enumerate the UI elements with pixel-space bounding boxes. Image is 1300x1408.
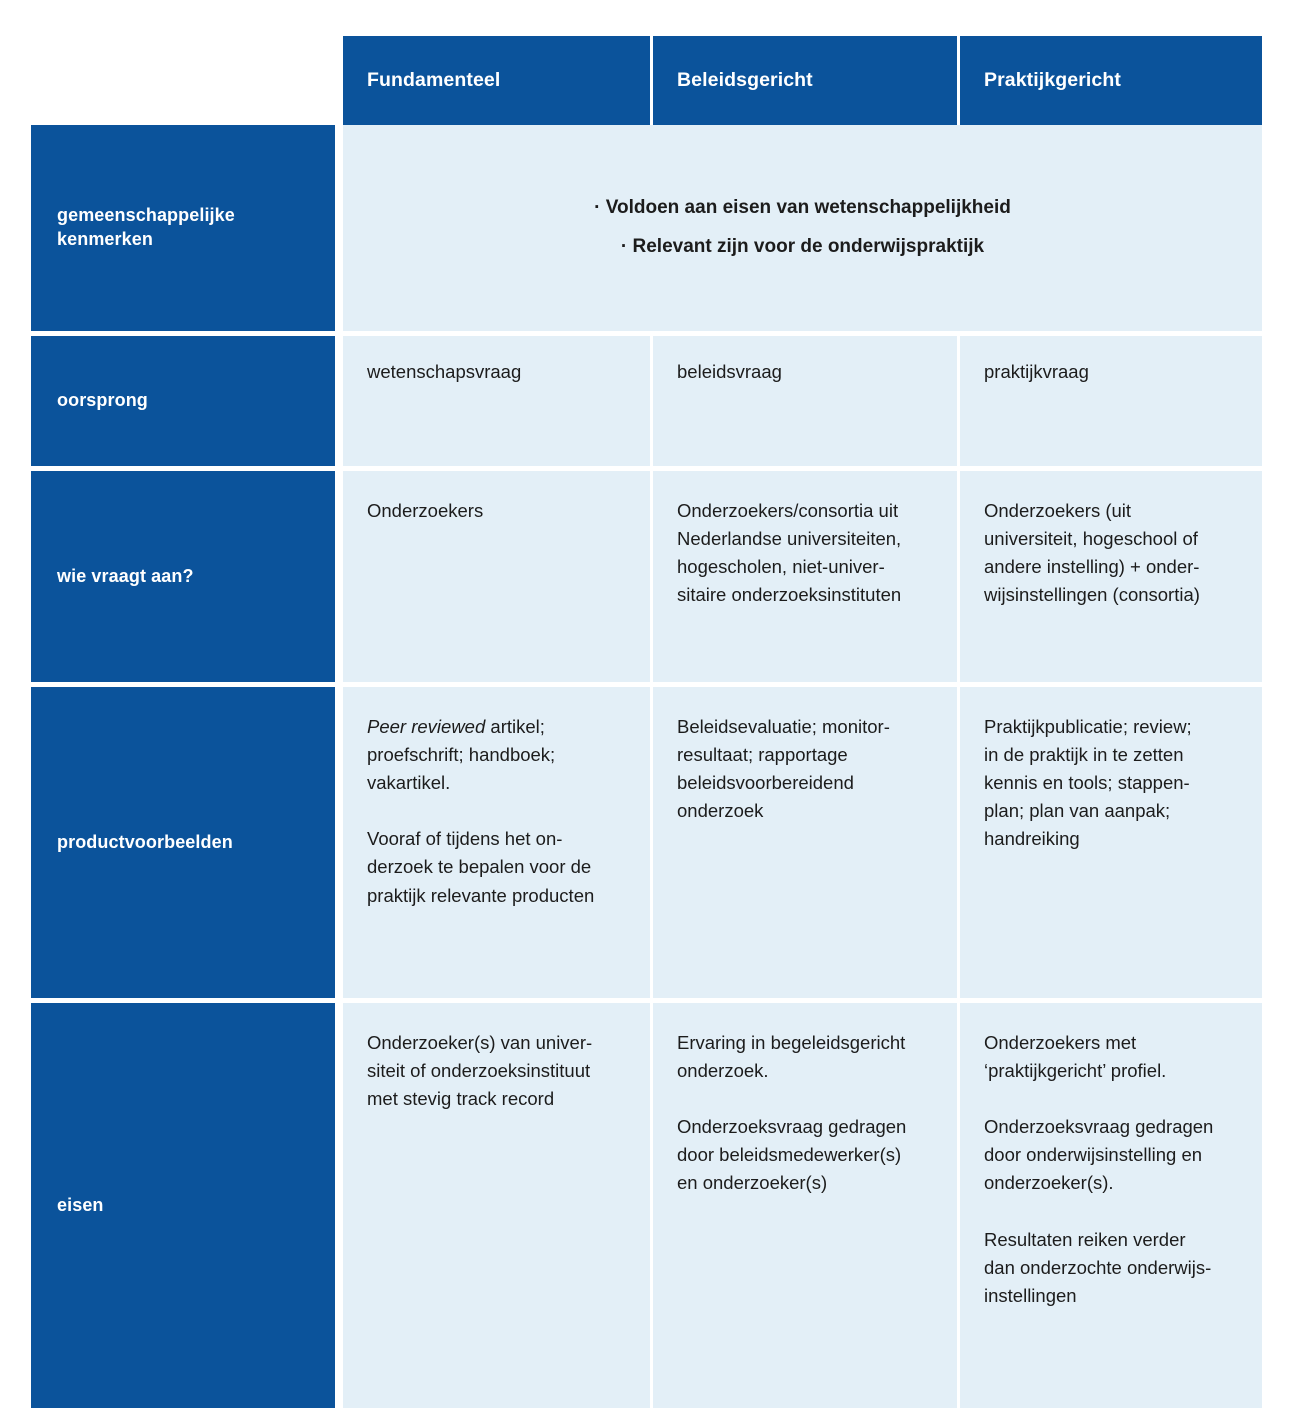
cell-productvoorbeelden-fundamenteel: Peer reviewed artikel; proefschrift; han…: [343, 682, 653, 998]
cell-text: praktijkvraag: [984, 361, 1089, 382]
cell-oorsprong-fundamenteel: wetenschapsvraag: [343, 331, 653, 466]
cell-wie-vraagt-aan-fundamenteel: Onderzoekers: [343, 466, 653, 682]
row-label-gemeenschappelijke-kenmerken: gemeenschappelijke kenmerken: [31, 125, 343, 331]
cell-eisen-fundamenteel: Onderzoeker(s) van univer- siteit of ond…: [343, 998, 653, 1408]
cell-gemeenschappelijke-kenmerken-merged: · Voldoen aan eisen van wetenschappelijk…: [343, 125, 1262, 331]
cell-wie-vraagt-aan-praktijkgericht: Onderzoekers (uit universiteit, hogescho…: [960, 466, 1262, 682]
cell-oorsprong-praktijkgericht: praktijkvraag: [960, 331, 1262, 466]
cell-text-paragraph-1: Onderzoekers met ‘praktijkgericht’ profi…: [984, 1032, 1167, 1082]
table-corner-cell: [31, 36, 343, 125]
cell-text-paragraph-1: Onderzoeker(s) van univer- siteit of ond…: [367, 1032, 593, 1110]
cell-text: beleidsvraag: [677, 361, 782, 382]
cell-oorsprong-beleidsgericht: beleidsvraag: [653, 331, 960, 466]
cell-text-paragraph-1: Peer reviewed artikel; proefschrift; han…: [367, 713, 628, 797]
bullet-wetenschappelijkheid: · Voldoen aan eisen van wetenschappelijk…: [594, 197, 1011, 219]
cell-eisen-praktijkgericht: Onderzoekers met ‘praktijkgericht’ profi…: [960, 998, 1262, 1408]
table-header-row: Fundamenteel Beleidsgericht Praktijkgeri…: [31, 36, 1262, 125]
cell-wie-vraagt-aan-beleidsgericht: Onderzoekers/consortia uit Nederlandse u…: [653, 466, 960, 682]
row-label-oorsprong: oorsprong: [31, 331, 343, 466]
cell-text-paragraph-2: Onderzoeksvraag gedragen door onderwijsi…: [984, 1116, 1214, 1194]
bullet-onderwijspraktijk: · Relevant zijn voor de onderwijspraktij…: [620, 236, 985, 257]
row-label-wie-vraagt-aan: wie vraagt aan?: [31, 466, 343, 682]
cell-text-paragraph-2: Vooraf of tijdens het on- derzoek te bep…: [367, 828, 595, 906]
cell-text: Onderzoekers: [367, 500, 484, 521]
table-row-productvoorbeelden: productvoorbeelden Peer reviewed artikel…: [31, 682, 1262, 998]
cell-text: wetenschapsvraag: [367, 361, 522, 382]
cell-text-paragraph-1: Ervaring in begeleidsgericht onderzoek.: [677, 1032, 906, 1082]
row-label-eisen: eisen: [31, 998, 343, 1408]
table-row-oorsprong: oorsprong wetenschapsvraag beleidsvraag …: [31, 331, 1262, 466]
table-row-wie-vraagt-aan: wie vraagt aan? Onderzoekers Onderzoeker…: [31, 466, 1262, 682]
table-row-gemeenschappelijke-kenmerken: gemeenschappelijke kenmerken · Voldoen a…: [31, 125, 1262, 331]
table-row-eisen: eisen Onderzoeker(s) van univer- siteit …: [31, 998, 1262, 1408]
cell-eisen-beleidsgericht: Ervaring in begeleidsgericht onderzoek. …: [653, 998, 960, 1408]
cell-text: Praktijkpublicatie; review; in de prakti…: [984, 716, 1192, 850]
column-header-praktijkgericht: Praktijkgericht: [960, 36, 1262, 125]
research-types-comparison-table: Fundamenteel Beleidsgericht Praktijkgeri…: [31, 36, 1262, 1408]
column-header-beleidsgericht: Beleidsgericht: [653, 36, 960, 125]
cell-text-paragraph-3: Resultaten reiken verder dan onderzochte…: [984, 1228, 1212, 1306]
cell-text-paragraph-2: Onderzoeksvraag gedragen door beleidsmed…: [677, 1116, 907, 1194]
cell-productvoorbeelden-praktijkgericht: Praktijkpublicatie; review; in de prakti…: [960, 682, 1262, 998]
cell-text-rest: artikel; proefschrift; handboek; vakarti…: [367, 716, 556, 794]
cell-text: Onderzoekers/consortia uit Nederlandse u…: [677, 500, 902, 606]
cell-text: Onderzoekers (uit universiteit, hogescho…: [984, 500, 1200, 606]
comparison-table-container: Fundamenteel Beleidsgericht Praktijkgeri…: [31, 36, 1262, 1408]
column-header-fundamenteel: Fundamenteel: [343, 36, 653, 125]
emphasis-peer-reviewed: Peer reviewed: [367, 716, 486, 737]
cell-text: Beleidsevaluatie; monitor- resultaat; ra…: [677, 716, 890, 822]
cell-productvoorbeelden-beleidsgericht: Beleidsevaluatie; monitor- resultaat; ra…: [653, 682, 960, 998]
row-label-productvoorbeelden: productvoorbeelden: [31, 682, 343, 998]
